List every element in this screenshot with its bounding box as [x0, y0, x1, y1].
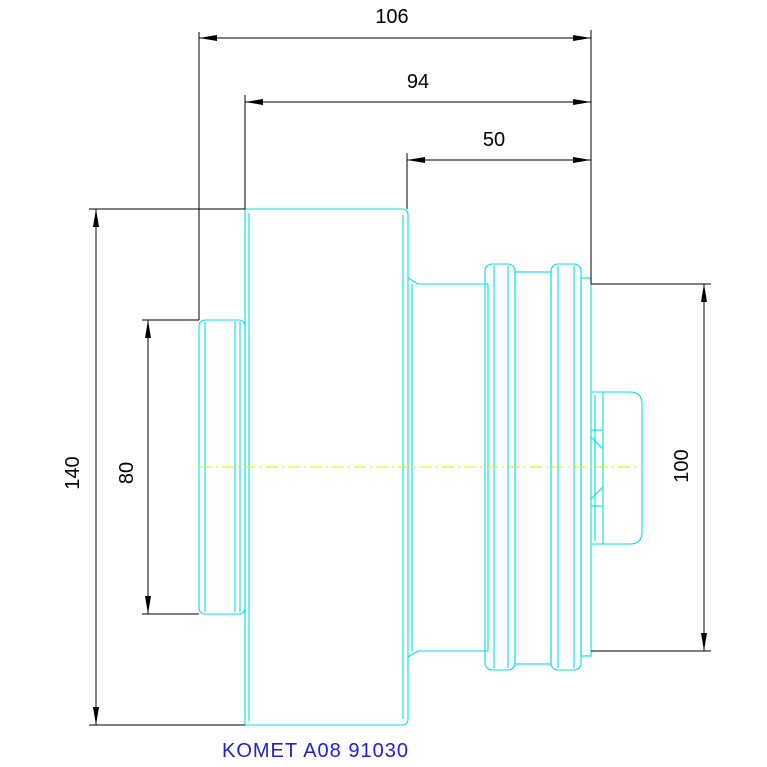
dimension-label-106: 106	[375, 6, 408, 28]
dimension-body-diameter: 140	[62, 209, 99, 725]
dimension-label-80: 80	[116, 462, 138, 484]
extension-lines	[89, 30, 711, 726]
arrow-top	[701, 284, 707, 302]
arrow-right	[573, 35, 591, 41]
dimension-shank-diameter: 80	[116, 320, 151, 614]
dimension-label-100: 100	[671, 449, 693, 482]
arrow-bottom	[145, 596, 151, 614]
dimension-label-50: 50	[483, 129, 505, 151]
arrow-left	[245, 99, 263, 105]
dimension-flange-diameter: 100	[671, 284, 707, 651]
dimension-label-140: 140	[62, 456, 84, 489]
dimension-label-94: 94	[407, 71, 429, 93]
arrow-top	[145, 320, 151, 338]
dimension-body-to-front: 94	[245, 71, 591, 105]
arrow-left	[199, 35, 217, 41]
arrow-right	[573, 99, 591, 105]
arrow-top	[93, 209, 99, 227]
dimension-spigot-length: 50	[407, 129, 591, 163]
front-nose	[590, 391, 643, 545]
part-caption: KOMET A08 91030	[222, 740, 409, 762]
arrow-right	[573, 157, 591, 163]
dimension-overall-length: 106	[199, 6, 591, 41]
arrow-bottom	[701, 633, 707, 651]
arrow-bottom	[93, 707, 99, 725]
arrow-left	[407, 157, 425, 163]
